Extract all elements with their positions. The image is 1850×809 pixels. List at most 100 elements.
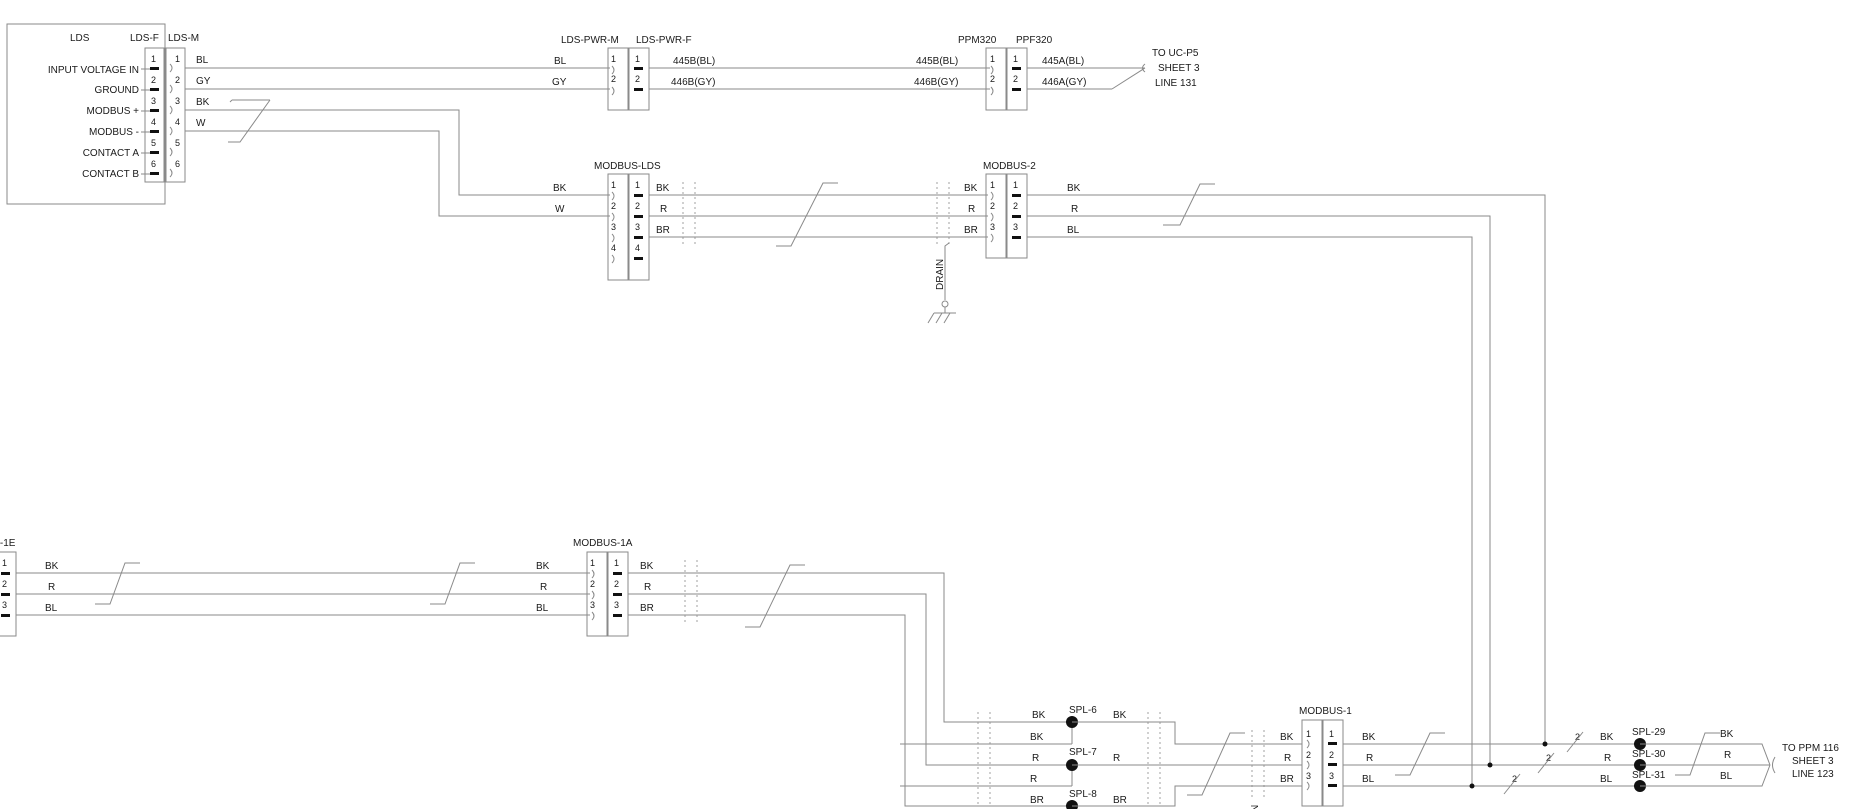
modbus-2-out-wire-2: R <box>1071 204 1078 215</box>
lds-pwr-out-wire-1: 445B(BL) <box>673 56 715 67</box>
lds-pwr-connector-group: LDS-PWR-M LDS-PWR-F 1 2 1 2 BL GY 445B(B… <box>552 35 990 111</box>
ppf320-out-wire-1: 445A(BL) <box>1042 56 1084 67</box>
lds-box <box>6 23 166 205</box>
modbus-lds-f-pin-1: 1 <box>635 180 640 190</box>
modbus-1-f-connector <box>1322 719 1344 807</box>
lds-m-pin-4: 4 <box>175 117 180 127</box>
spl-in-wire-4: R <box>1030 774 1037 785</box>
modbus-1-in-wire-3: BR <box>1280 774 1294 785</box>
modbus-1e-pin-3: 3 <box>2 600 7 610</box>
drain-label: DRAIN <box>935 259 946 290</box>
modbus-lds-m-connector <box>607 173 629 281</box>
lds-f-pin-4: 4 <box>151 117 156 127</box>
lds-title: LDS <box>70 33 90 44</box>
modbus-2-f-pin-1: 1 <box>1013 180 1018 190</box>
ppm320-connector <box>985 47 1007 111</box>
modbus-1a-f-pin-3: 3 <box>614 600 619 610</box>
spl-30-count: 2 <box>1546 753 1551 763</box>
spl-31-label: SPL-31 <box>1632 770 1666 781</box>
ppm116-dest-2: SHEET 3 <box>1792 756 1834 767</box>
lds-f-pin-6: 6 <box>151 159 156 169</box>
modbus-lds-f-pin-3: 3 <box>635 222 640 232</box>
modbus-1-label: MODBUS-1 <box>1299 706 1352 717</box>
uc-p5-dest-1: TO UC-P5 <box>1152 48 1199 59</box>
spl-31-count: 2 <box>1512 774 1517 784</box>
spl-8-dot <box>1066 800 1078 809</box>
modbus-2-in-wire-3: BR <box>964 225 978 236</box>
lds-m-connector <box>165 47 186 183</box>
lds-m-pin-3: 3 <box>175 96 180 106</box>
modbus-2-m-pin-3: 3 <box>990 222 995 232</box>
modbus-1a-in-wire-2: R <box>540 582 547 593</box>
lds-m-pin-5: 5 <box>175 138 180 148</box>
spl-out-wire-1: BK <box>1113 710 1127 721</box>
modbus-lds-m-pin-4: 4 <box>611 243 616 253</box>
spl-29-count: 2 <box>1575 732 1580 742</box>
modbus-1a-m-pin-2: 2 <box>590 579 595 589</box>
modbus-2-in-wire-1: BK <box>964 183 978 194</box>
modbus-1a-out-wire-2: R <box>644 582 651 593</box>
ppm116-dest-3: LINE 123 <box>1792 769 1834 780</box>
spl-30-label: SPL-30 <box>1632 749 1666 760</box>
modbus-1-f-pin-1: 1 <box>1329 729 1334 739</box>
ppm320-in-wire-1: 445B(BL) <box>916 56 958 67</box>
modbus-1-f-pin-2: 2 <box>1329 750 1334 760</box>
lds-signal-5: CONTACT A <box>83 148 140 159</box>
spl-29-label: SPL-29 <box>1632 727 1666 738</box>
modbus-1-in-wire-2: R <box>1284 753 1291 764</box>
modbus-1e-wire-1: BK <box>45 561 59 572</box>
spl-7-label: SPL-7 <box>1069 747 1097 758</box>
modbus-2-out-wire-3: BL <box>1067 225 1080 236</box>
ppm116-dest-1: TO PPM 116 <box>1782 743 1839 754</box>
spl-in-wire-2: BK <box>1030 732 1044 743</box>
lds-pwr-m-pin-2: 2 <box>611 74 616 84</box>
spl-8-label: SPL-8 <box>1069 789 1097 800</box>
modbus-lds-m-pin-2: 2 <box>611 201 616 211</box>
lds-pwr-m-connector <box>607 47 629 111</box>
modbus-1-out-wire-1: BK <box>1362 732 1376 743</box>
spl-in-wire-5: BR <box>1030 795 1044 806</box>
modbus-1-out-wire-2: R <box>1366 753 1373 764</box>
lds-pwr-f-pin-2: 2 <box>635 74 640 84</box>
lds-wires <box>185 67 610 217</box>
modbus-1-out-wire-3: BL <box>1362 774 1375 785</box>
modbus-lds-out-wire-2: R <box>660 204 667 215</box>
modbus-2-f-pin-3: 3 <box>1013 222 1018 232</box>
modbus-1a-out-wire-3: BR <box>640 603 654 614</box>
lds-signal-6: CONTACT B <box>82 169 139 180</box>
lds-pwr-m-pin-1: 1 <box>611 54 616 64</box>
modbus-2-in-wire-2: R <box>968 204 975 215</box>
ppm320-in-wire-2: 446B(GY) <box>914 77 958 88</box>
lds-wire-4: W <box>196 118 206 129</box>
lds-m-pin-2: 2 <box>175 75 180 85</box>
modbus-1a-in-wire-1: BK <box>536 561 550 572</box>
modbus-1a-connector-group: MODBUS-1A 1 2 3 1 2 3 BK R BL BK R BR <box>536 538 1060 807</box>
modbus-1-connector-group: MODBUS-1 1 2 3 1 2 3 BK R BR BK R BL N <box>1250 706 1636 809</box>
lds-f-connector <box>144 47 165 183</box>
left-splices: SPL-6 SPL-7 SPL-8 BK BK R R BR BK R BR <box>900 705 1302 809</box>
lds-f-pin-5: 5 <box>151 138 156 148</box>
lds-pwr-out-wire-2: 446B(GY) <box>671 77 715 88</box>
modbus-lds-in-wire-1: BK <box>553 183 567 194</box>
modbus-2-m-connector <box>985 173 1007 259</box>
modbus-lds-m-pin-3: 3 <box>611 222 616 232</box>
modbus-lds-in-wire-2: W <box>555 204 565 215</box>
modbus-1a-m-connector <box>586 551 608 637</box>
modbus-lds-out-wire-1: BK <box>656 183 670 194</box>
spl-right-in-wire-3: BL <box>1600 774 1613 785</box>
ppm320-pin-2: 2 <box>990 74 995 84</box>
lds-m-label: LDS-M <box>168 33 199 44</box>
uc-p5-dest-2: SHEET 3 <box>1158 63 1200 74</box>
right-splices: 2 2 2 BK R BL SPL-29 SPL-30 SPL-31 BK R … <box>1469 727 1839 795</box>
spl-right-in-wire-1: BK <box>1600 732 1614 743</box>
modbus-lds-f-pin-4: 4 <box>635 243 640 253</box>
spl-out-wire-2: R <box>1113 753 1120 764</box>
modbus-lds-connector-group: MODBUS-LDS 1 2 3 4 1 2 3 4 BK W BK R BR <box>553 161 988 324</box>
lds-m-pin-1: 1 <box>175 54 180 64</box>
modbus-1e-pin-1: 1 <box>2 558 7 568</box>
uc-p5-dest-3: LINE 131 <box>1155 78 1197 89</box>
lds-signal-4: MODBUS - <box>89 127 139 138</box>
ppm320-label: PPM320 <box>958 35 997 46</box>
lds-signal-3: MODBUS + <box>86 106 139 117</box>
